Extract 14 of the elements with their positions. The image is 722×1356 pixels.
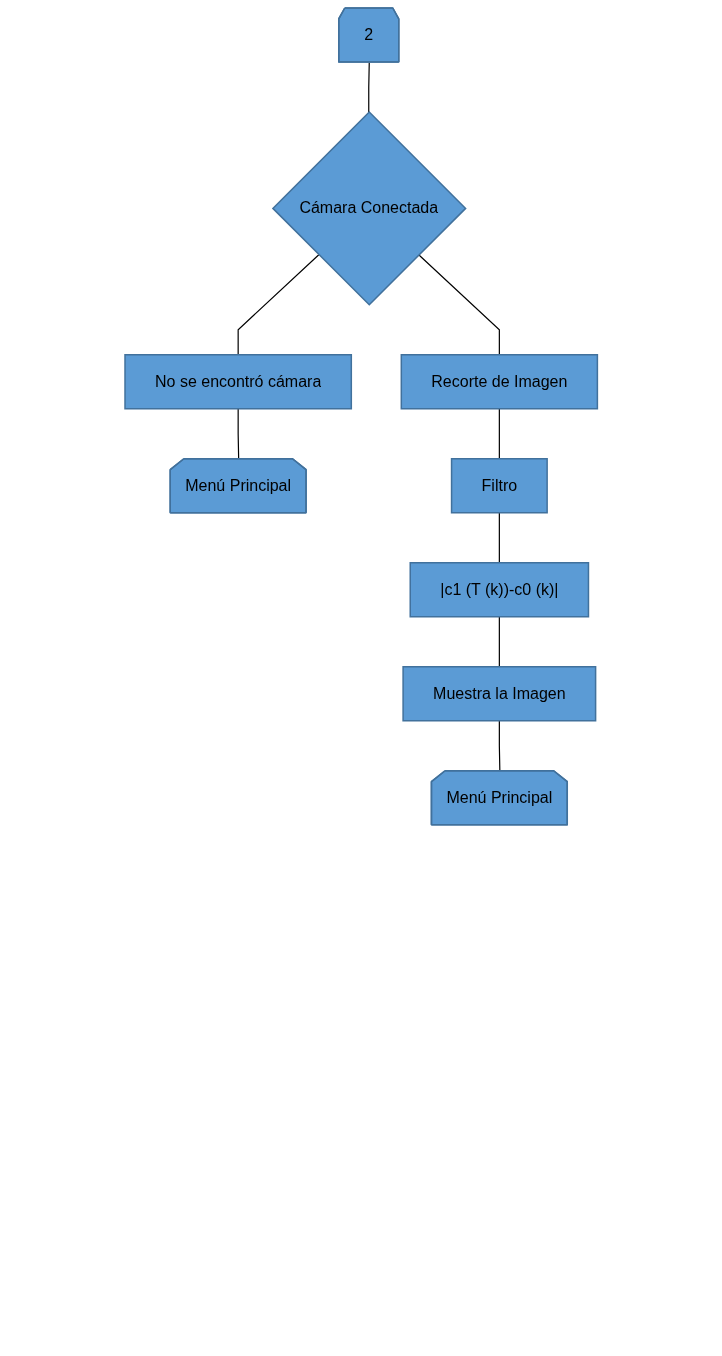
connector	[498, 408, 500, 460]
node-box: Filtro	[450, 458, 548, 514]
node-diamond: Cámara Conectada	[271, 110, 467, 306]
connector	[498, 720, 501, 772]
node-box: |c1 (T (k))-c0 (k)|	[409, 562, 589, 618]
connector	[237, 408, 240, 460]
node-box: No se encontró cámara	[124, 354, 352, 410]
connector	[237, 254, 320, 356]
node-box: Muestra la Imagen	[402, 666, 597, 722]
node-box: Recorte de Imagen	[400, 354, 598, 410]
connector	[367, 61, 370, 113]
connector	[498, 616, 500, 668]
connector	[498, 512, 500, 564]
connector	[417, 254, 500, 356]
